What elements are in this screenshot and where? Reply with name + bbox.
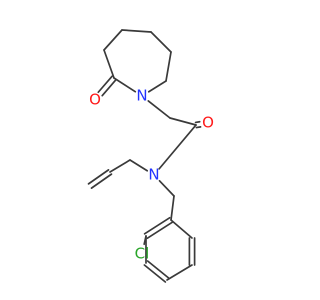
single-bond xyxy=(170,219,193,239)
double-bond-line xyxy=(143,216,171,235)
single-bond xyxy=(169,117,197,126)
double-bond-line xyxy=(146,260,170,279)
single-bond xyxy=(166,264,193,281)
single-bond xyxy=(147,80,167,93)
single-bond xyxy=(103,29,123,51)
double-bond-line xyxy=(194,120,201,124)
double-bond-line xyxy=(143,264,167,283)
double-bond-line xyxy=(87,169,110,185)
single-bond xyxy=(147,100,171,119)
double-bond-line xyxy=(97,75,113,94)
atom-label-group: O N O N Cl xyxy=(89,87,214,263)
single-bond xyxy=(158,179,175,197)
double-bond-line xyxy=(101,78,117,97)
oxygen-atom-label: O xyxy=(89,91,101,109)
amide-oxygen-atom-label: O xyxy=(202,114,214,132)
single-bond xyxy=(170,195,175,221)
amide-nitrogen-atom-label: N xyxy=(148,166,159,184)
chlorine-atom-label: Cl xyxy=(135,245,150,263)
ring-nitrogen-atom-label: N xyxy=(136,87,147,105)
single-bond xyxy=(158,124,197,170)
single-bond xyxy=(143,235,147,246)
double-bond-line xyxy=(146,221,174,240)
single-bond xyxy=(150,31,172,53)
single-bond xyxy=(165,51,172,82)
single-bond xyxy=(103,49,115,79)
double-bond-line xyxy=(195,126,202,129)
single-bond xyxy=(109,159,131,173)
molecule-structure-diagram: O N O N Cl xyxy=(87,29,214,283)
bond-group xyxy=(87,29,202,283)
single-bond xyxy=(121,29,152,33)
double-bond-line xyxy=(90,173,113,189)
single-bond xyxy=(129,159,149,172)
single-bond xyxy=(113,77,137,93)
